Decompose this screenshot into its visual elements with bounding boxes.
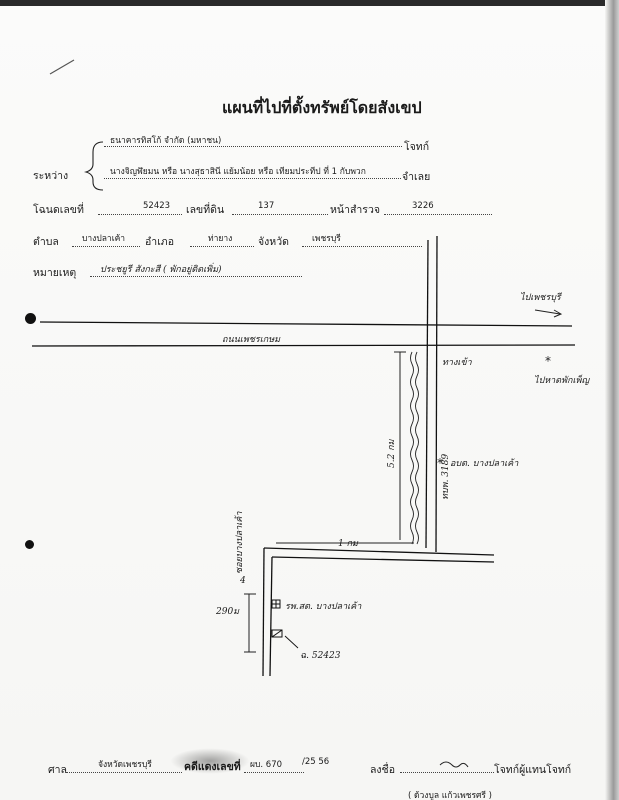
- landmark-sao: อบต. บางปลาเค้า: [450, 459, 519, 469]
- distance-horizontal: 1 กม: [338, 539, 358, 549]
- remark-label: หมายเหตุ: [33, 267, 77, 279]
- printed-name: ( ด้วงบูล แก้วเพชรศรี ): [408, 791, 492, 800]
- side-road-right-line: [435, 235, 438, 553]
- province-label: จังหวัด: [258, 236, 289, 248]
- remark-value: ประชยูรี สังกะสี ( พักอยู่ติดเพิ่ม): [100, 265, 222, 275]
- star-note: ไปหาดพักเพ็ญ: [534, 376, 590, 386]
- left-width: 290ม: [216, 607, 240, 617]
- subdistrict-label: ตำบล: [33, 236, 59, 248]
- district-value: ท่ายาง: [208, 234, 233, 244]
- main-road-name: ถนนเพชรเกษม: [222, 335, 281, 345]
- court-label: ศาล: [48, 764, 67, 776]
- defendant-role: จำเลย: [402, 171, 431, 183]
- lane-top-line: [263, 547, 495, 556]
- defendant-name: นางจิญฬัยมน หรือ นางสุธาสินี แย้มน้อย หร…: [110, 167, 366, 177]
- court-value: จังหวัดเพชรบุรี: [98, 760, 152, 770]
- survey-label: หน้าสำรวจ: [330, 204, 380, 216]
- soi-right-line: [269, 556, 273, 677]
- pencil-mark: [49, 59, 75, 75]
- land-number: 137: [258, 201, 275, 211]
- scan-edge-right: [605, 0, 619, 800]
- land-no-label: เลขที่ดิน: [186, 204, 225, 216]
- subdistrict-value: บางปลาเค้า: [82, 234, 126, 244]
- case-number: ผบ. 670: [250, 760, 283, 770]
- plaintiff-role: โจทก์: [404, 141, 430, 153]
- sign-label: ลงชื่อ: [370, 764, 395, 776]
- distance-vertical: 5.2 กม: [387, 439, 397, 468]
- road-entrance-label: ทางเข้า: [442, 358, 472, 368]
- canal-line-1: [410, 351, 414, 545]
- case-year: /25 56: [302, 757, 330, 767]
- lane-bottom-line: [271, 556, 495, 563]
- case-label: คดีแดงเลขที่: [184, 761, 241, 773]
- canal-line-2: [415, 351, 419, 545]
- page-title: แผนที่ไปที่ตั้งทรัพย์โดยสังเขป: [222, 98, 422, 117]
- direction-arrow: [534, 309, 561, 315]
- district-label: อำเภอ: [145, 236, 175, 248]
- between-brace: [84, 141, 104, 191]
- star-landmark-icon: *: [437, 456, 443, 470]
- deed-number: 52423: [143, 201, 171, 211]
- main-road-top-line: [39, 321, 573, 327]
- side-road-left-line: [425, 239, 429, 549]
- main-road-bottom-line: [31, 344, 576, 347]
- soi-left-line: [262, 547, 265, 677]
- plot-label: ฉ. 52423: [300, 651, 341, 661]
- mark-four: 4: [240, 576, 246, 586]
- survey-number: 3226: [412, 201, 434, 211]
- signature-stroke: [439, 761, 469, 768]
- school-label: รพ.สต. บางปลาเค้า: [285, 602, 362, 612]
- soi-name: ซอยบางปลาเค้า: [235, 511, 245, 574]
- sign-role: โจทก์ผู้แทนโจทก์: [494, 764, 572, 776]
- deed-label: โฉนดเลขที่: [33, 204, 84, 216]
- plaintiff-name: ธนาคารทิสโก้ จำกัด (มหาชน): [110, 136, 222, 146]
- note-to-phetchaburi: ไปเพชรบุรี: [520, 293, 561, 303]
- province-value: เพชรบุรี: [312, 234, 341, 244]
- smudge-stamp: [170, 748, 250, 774]
- punch-hole-top: [25, 313, 36, 324]
- plot-marker: [271, 629, 283, 638]
- between-label: ระหว่าง: [33, 170, 69, 182]
- star-icon: *: [545, 354, 551, 368]
- punch-hole-bottom: [25, 540, 34, 549]
- scan-edge-top: [0, 0, 619, 6]
